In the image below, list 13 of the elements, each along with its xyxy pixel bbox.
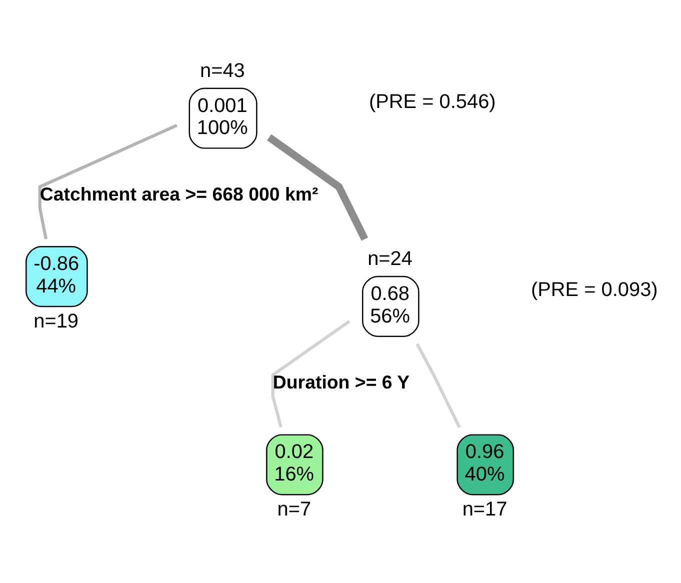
node-label: n=24 <box>368 248 412 270</box>
label: (PRE = 0.546) <box>369 91 496 114</box>
edge-label: Duration >= 6 Y <box>272 372 410 393</box>
node-label: n=17 <box>462 498 508 521</box>
connector <box>267 134 368 241</box>
connector <box>416 343 461 428</box>
edge-label: Catchment area >= 668 000 km² <box>40 184 318 205</box>
node-label: n=19 <box>34 310 78 332</box>
connector <box>38 124 178 240</box>
label: (PRE = 0.093) <box>531 279 658 302</box>
connector <box>271 320 350 428</box>
node-label: n=43 <box>200 60 245 82</box>
node-label: n=7 <box>277 498 312 521</box>
